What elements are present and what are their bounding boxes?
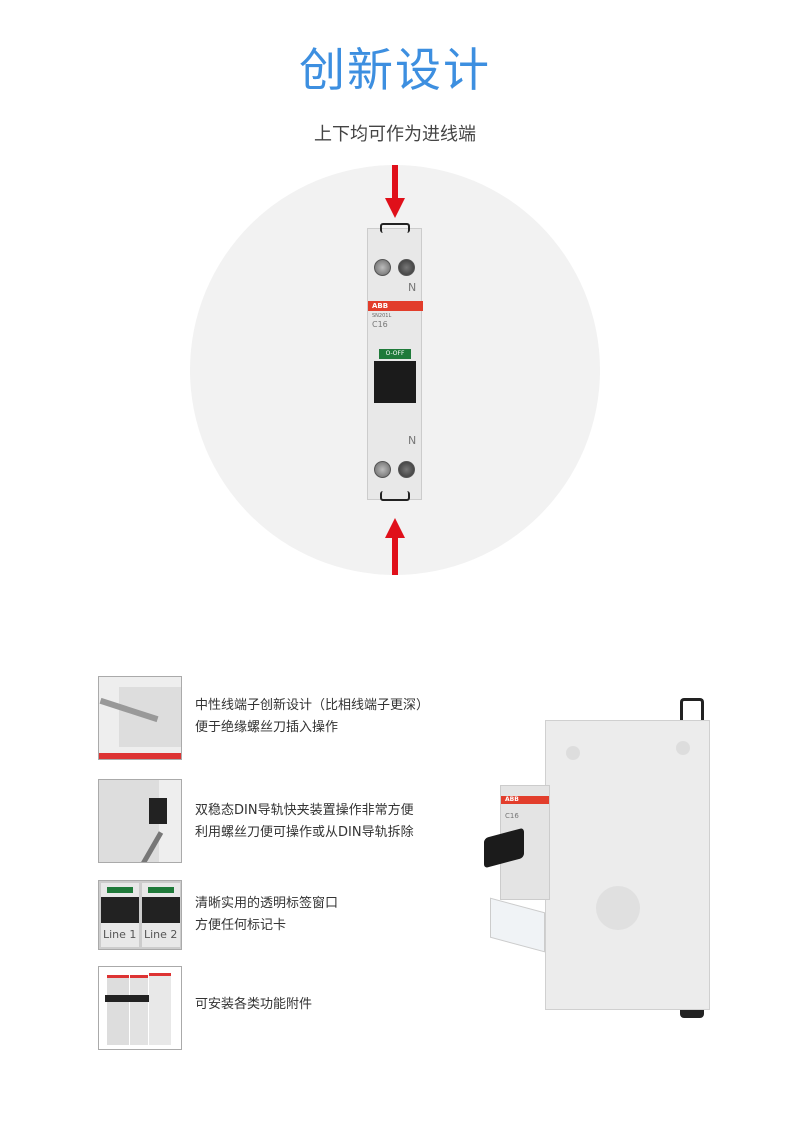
arrow-down-icon [385, 165, 405, 220]
circuit-breaker-front: N ABB SN201L C16 O-OFF N [367, 223, 423, 501]
feature-image-din-rail-clip [98, 779, 182, 863]
feature-image-neutral-terminal [98, 676, 182, 760]
page-subtitle: 上下均可作为进线端 [314, 124, 476, 145]
arrow-up-icon [385, 518, 405, 575]
toggle-lever [374, 361, 416, 403]
feature-text-label-window: 清晰实用的透明标签窗口方便任何标记卡 [195, 896, 339, 933]
feature-text-din-rail-clip: 双稳态DIN导轨快夹装置操作非常方便利用螺丝刀便可操作或从DIN导轨拆除 [195, 803, 414, 840]
page-title: 创新设计 [299, 43, 491, 97]
feature-text-accessories: 可安装各类功能附件 [195, 997, 313, 1012]
feature-image-label-window: Line 1 Line 2 [98, 880, 182, 950]
feature-text-neutral-terminal: 中性线端子创新设计（比相线端子更深）便于绝缘螺丝刀插入操作 [195, 698, 430, 735]
status-window: O-OFF [379, 349, 411, 359]
brand-label: ABB [368, 301, 423, 311]
feature-image-accessories [98, 966, 182, 1050]
